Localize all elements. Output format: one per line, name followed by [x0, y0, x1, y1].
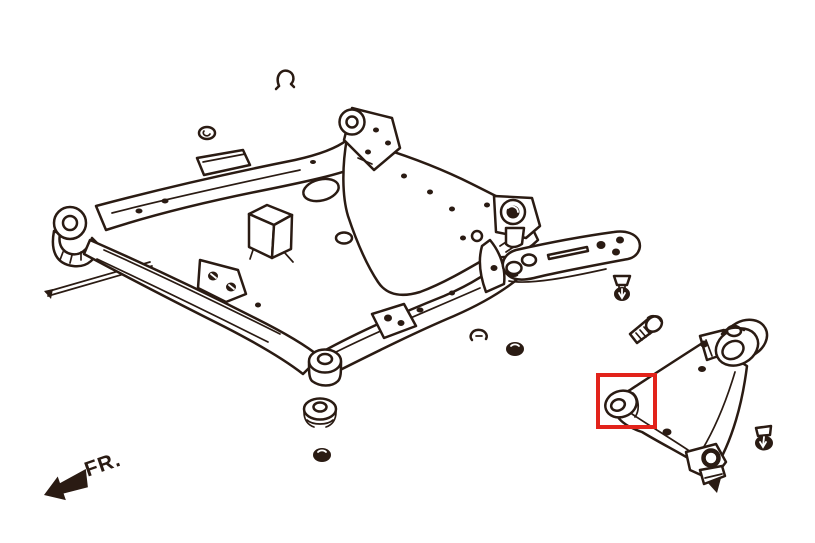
nut-right — [506, 342, 524, 356]
highlight-box — [596, 373, 657, 429]
grommet-top-left — [197, 125, 217, 141]
plate-oval-hole — [302, 177, 340, 203]
lower-control-arm-drawing — [604, 318, 769, 493]
mount-nut — [313, 448, 331, 462]
link-arm-slot — [546, 245, 590, 261]
ball-joint — [684, 442, 728, 493]
subframe-right-mount — [478, 194, 542, 294]
subframe-lower-left-rail — [82, 238, 322, 376]
subframe-bottom-mount — [307, 348, 343, 387]
rear-link-arm-drawing — [501, 230, 642, 283]
fr-arrow: FR. — [44, 448, 124, 501]
rail-mid-clamp — [370, 302, 418, 340]
clip-right — [469, 328, 488, 342]
bump-stop-box — [247, 203, 294, 263]
bolt-angled — [628, 314, 664, 345]
control-arm-front-bushing — [604, 389, 639, 419]
fr-arrow-icon — [44, 468, 88, 501]
bolt-lower-right — [754, 424, 773, 451]
control-arm-body — [613, 340, 749, 472]
washer-ring — [334, 231, 354, 245]
retainer-clip-top — [274, 69, 296, 91]
mount-grommet — [302, 397, 338, 428]
fr-label: FR. — [82, 448, 124, 482]
subframe-top-mount — [338, 106, 402, 172]
control-arm-rear-bushing — [714, 324, 760, 367]
subframe-left-bushing — [51, 205, 101, 268]
bolt-upper — [612, 274, 632, 301]
rail-clamp-bracket — [196, 258, 248, 304]
subframe-drawing — [44, 69, 542, 462]
